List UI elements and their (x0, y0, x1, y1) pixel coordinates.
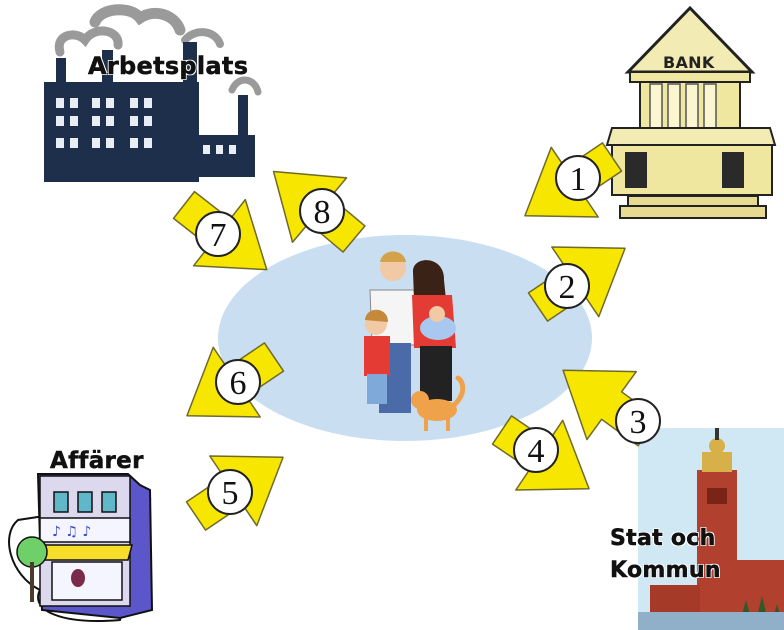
state-municipality-label: Stat och Kommun (610, 523, 721, 587)
svg-text:1: 1 (570, 161, 587, 198)
arrow-6-number: 6 (215, 359, 261, 405)
arrow-8-number: 8 (299, 188, 345, 234)
svg-text:3: 3 (630, 404, 647, 441)
svg-text:4: 4 (528, 433, 545, 470)
svg-text:♪ ♫ ♪: ♪ ♫ ♪ (52, 524, 91, 540)
svg-text:8: 8 (314, 194, 331, 231)
city-hall-icon (638, 428, 784, 630)
cat-icon (411, 375, 466, 431)
family-icon (364, 251, 456, 413)
factory-icon (44, 4, 262, 182)
bank-label: BANK (663, 53, 715, 72)
workplace-label: Arbetsplats (88, 52, 249, 81)
svg-text:5: 5 (222, 475, 239, 512)
svg-text:7: 7 (210, 217, 227, 254)
bank-icon (605, 5, 777, 219)
arrow-1-number: 1 (555, 155, 601, 201)
arrow-7-number: 7 (195, 211, 241, 257)
svg-text:6: 6 (230, 365, 247, 402)
state-label-line1: Stat och (610, 526, 716, 552)
svg-text:2: 2 (559, 269, 576, 306)
arrow-5-number: 5 (207, 469, 253, 515)
arrow-2-number: 2 (544, 263, 590, 309)
shop-icon: ♪ ♫ ♪ (8, 473, 154, 622)
shops-label: Affärer (50, 448, 144, 475)
arrow-3-number: 3 (615, 398, 661, 444)
arrow-4-number: 4 (513, 427, 559, 473)
state-label-line2: Kommun (610, 558, 721, 584)
